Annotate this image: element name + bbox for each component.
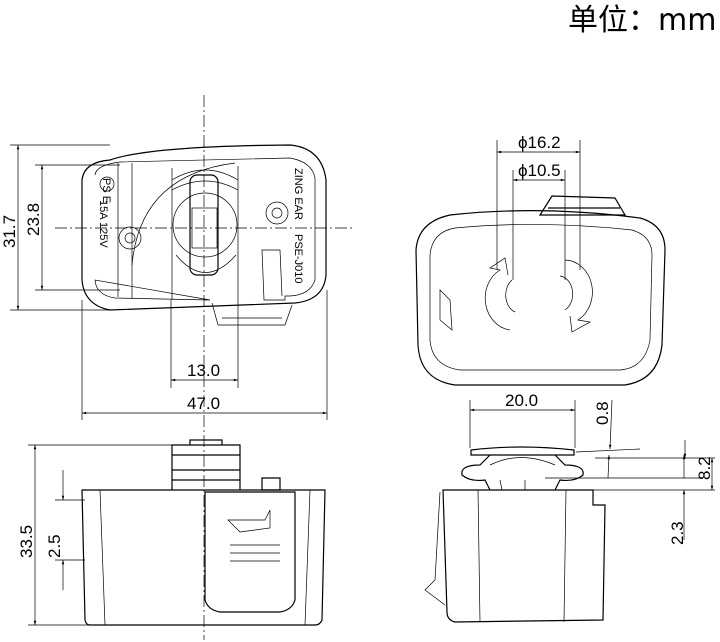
dim-height-inner: 23.8 bbox=[24, 203, 43, 236]
dim-step-height: 2.3 bbox=[668, 521, 687, 545]
dim-plate-width: 20.0 bbox=[505, 391, 538, 410]
dim-width-overall: 47.0 bbox=[187, 394, 220, 413]
side-view-left: 33.5 2.5 bbox=[17, 439, 326, 626]
dim-inner-diameter: ϕ10.5 bbox=[518, 161, 561, 180]
marking-rating: 15A 125V bbox=[97, 200, 109, 248]
marking-brand: ZING EAR bbox=[292, 168, 304, 220]
back-view: ϕ16.2 ϕ10.5 bbox=[415, 133, 666, 386]
marking-pse: PS E bbox=[100, 178, 112, 203]
dim-side-height: 33.5 bbox=[17, 525, 36, 558]
dim-plate-height: 8.2 bbox=[695, 456, 714, 480]
unit-label: 单位：mm bbox=[568, 3, 716, 38]
dim-plate-thickness: 0.8 bbox=[593, 401, 612, 425]
dim-blade-width: 13.0 bbox=[187, 361, 220, 380]
side-view-right: 20.0 0.8 8.2 2.3 bbox=[424, 391, 715, 623]
dim-height-overall: 31.7 bbox=[0, 215, 19, 248]
front-view: PS E 15A 125V ZING EAR PSE-J010 31.7 23.… bbox=[0, 95, 355, 640]
marking-model: PSE-J010 bbox=[292, 234, 304, 284]
dim-outer-diameter: ϕ16.2 bbox=[518, 133, 561, 152]
dim-side-offset: 2.5 bbox=[45, 534, 64, 558]
